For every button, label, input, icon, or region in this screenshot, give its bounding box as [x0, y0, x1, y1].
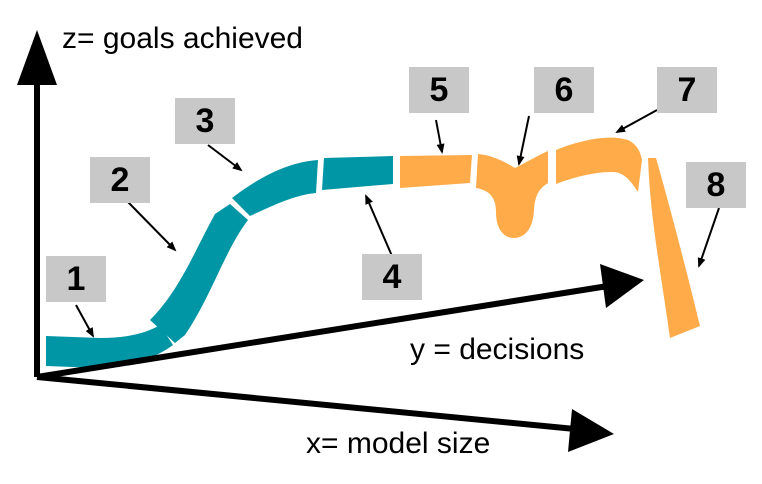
pointer-arrow-6: [516, 115, 530, 166]
curve-segment-7: [556, 137, 642, 192]
curve-segment-5: [400, 155, 472, 188]
curve-segment-3: [232, 160, 318, 216]
x-axis-arrowhead: [568, 409, 614, 452]
curve-segment-8: [648, 158, 700, 338]
teal-curve: [46, 156, 393, 368]
pointer-arrow-5: [435, 119, 445, 154]
z-axis-arrowhead: [17, 30, 57, 85]
y-axis-arrowhead: [600, 264, 644, 308]
pointer-arrow-7: [615, 109, 658, 133]
pointer-arrow-1: [75, 304, 94, 338]
y-axis-label: y = decisions: [410, 333, 585, 366]
curve-segment-6: [476, 151, 548, 238]
x-axis: [36, 374, 576, 432]
curve-segment-4: [322, 156, 393, 190]
stage-label-5: 5: [409, 67, 469, 113]
axes: [17, 30, 644, 452]
stage-label-2: 2: [90, 157, 150, 203]
stage-label-3: 3: [175, 98, 235, 144]
y-axis: [36, 283, 609, 380]
stage-label-6: 6: [534, 67, 594, 113]
pointer-arrow-4: [365, 194, 393, 257]
stage-label-8: 8: [686, 162, 746, 208]
pointer-arrow-2: [127, 201, 177, 252]
z-axis-label: z= goals achieved: [62, 22, 303, 55]
stage-label-1: 1: [46, 256, 106, 302]
curve-segment-2: [150, 204, 248, 343]
orange-curve: [400, 137, 700, 338]
pointer-arrow-3: [207, 144, 243, 172]
stage-label-4: 4: [362, 254, 422, 300]
pointer-arrows: [75, 109, 720, 338]
pointer-arrow-8: [697, 207, 720, 268]
x-axis-label: x= model size: [306, 427, 491, 460]
curve-segment-1: [46, 325, 173, 368]
stage-label-7: 7: [657, 67, 717, 113]
